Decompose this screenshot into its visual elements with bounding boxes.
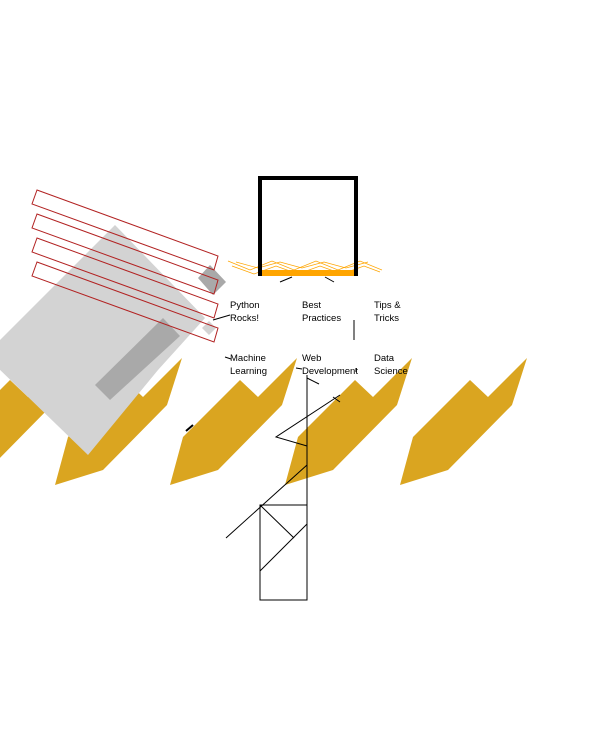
connector-lines [185, 276, 357, 601]
light-gray-square [202, 321, 216, 335]
gold-shape-4 [285, 358, 412, 485]
red-outlined-bars [31, 189, 219, 343]
label-line: Tips & [374, 300, 401, 311]
label-line: Practices [302, 313, 342, 324]
red-bar-4 [31, 261, 219, 343]
label-line: Tricks [374, 313, 399, 324]
label-line: Learning [230, 366, 267, 377]
red-bar-3 [31, 237, 219, 319]
gray-diamond [0, 225, 205, 455]
label-line: Development [302, 366, 358, 377]
label-line: Best [302, 300, 322, 311]
orange-bar [262, 270, 354, 276]
red-bar-1 [31, 189, 219, 271]
label-line: Science [374, 366, 408, 377]
label-line: Data [374, 353, 395, 364]
label-line: Web [302, 353, 322, 364]
red-bar-2 [31, 213, 219, 295]
label-line: Python [230, 300, 260, 311]
label-tips-tricks: Tips & Tricks [374, 299, 401, 325]
black-frame [258, 176, 358, 276]
gold-shape-5 [400, 358, 527, 485]
dark-gray-square [198, 265, 226, 295]
dark-gray-strip [95, 318, 180, 400]
gold-shape-3 [170, 358, 297, 485]
label-line: Machine [230, 353, 266, 364]
label-line: Rocks! [230, 313, 260, 324]
